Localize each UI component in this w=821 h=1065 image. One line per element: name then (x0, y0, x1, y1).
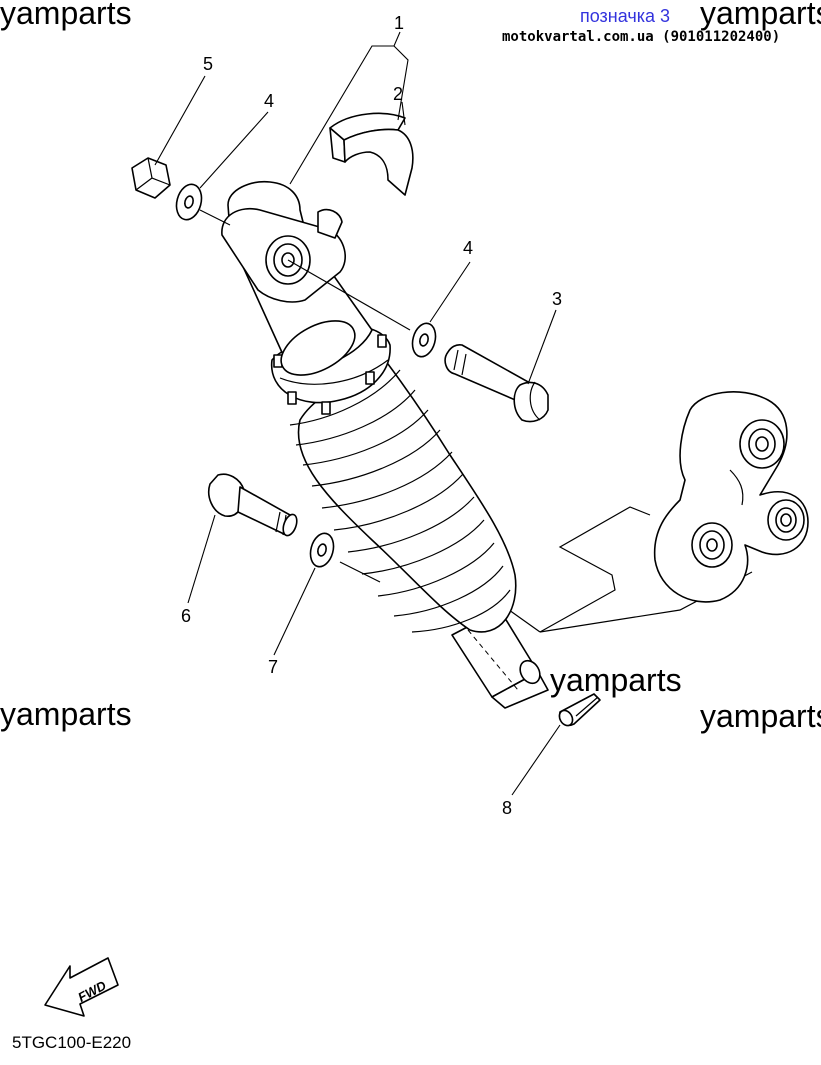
washer-hole (419, 333, 429, 347)
watermark-top-right: yamparts (700, 0, 821, 31)
callout-4-lower: 4 (463, 238, 473, 258)
relay-arm (653, 391, 809, 603)
part-5-nut (131, 157, 171, 199)
callout-5: 5 (203, 54, 213, 74)
callout-2: 2 (393, 84, 403, 104)
callout-1: 1 (394, 13, 404, 33)
watermark-mid-right: yamparts (700, 698, 821, 734)
callout-3: 3 (552, 289, 562, 309)
washer-axis-line (199, 209, 231, 226)
callout-4-upper: 4 (264, 91, 274, 111)
shock-absorber (221, 180, 549, 709)
watermark-mid-left: yamparts (0, 696, 132, 732)
callout-7: 7 (268, 657, 278, 677)
callout-6: 6 (181, 606, 191, 626)
callout-numbers: 1 2 3 4 4 5 6 7 8 (181, 13, 562, 818)
fwd-arrow: FWD (44, 957, 119, 1017)
callout-8: 8 (502, 798, 512, 818)
washer-hole (317, 543, 327, 557)
part-6-bolt (208, 473, 298, 537)
label-tag: позначка 3 (580, 6, 671, 26)
part-3-bolt (444, 344, 549, 423)
leader-lines (154, 31, 561, 796)
bolt-axis-line (287, 259, 411, 331)
diagram-code: 5TGC100-E220 (12, 1033, 132, 1052)
watermark-center: yamparts (550, 662, 682, 698)
source-line: motokvartal.com.ua (901011202400) (502, 29, 781, 45)
watermark-top-left: yamparts (0, 0, 132, 31)
coil-spring (289, 359, 517, 633)
washer-hole (184, 195, 194, 209)
part-8-cotter-pin (558, 693, 601, 727)
part-2-bracket (329, 112, 414, 196)
